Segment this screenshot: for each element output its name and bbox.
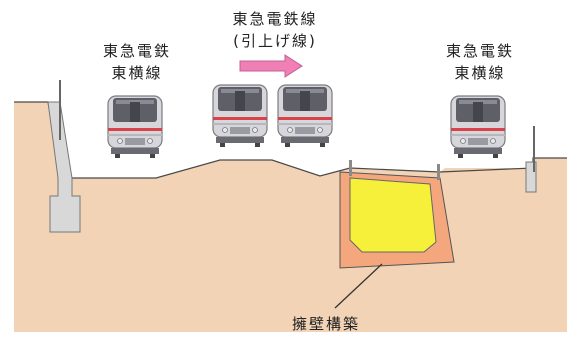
right-train-label-line2: 東横線 (454, 64, 506, 82)
right-train-label-line1: 東急電鉄 (445, 42, 514, 60)
right-train-label: 東急電鉄 東横線 (415, 40, 545, 84)
left-foundation (47, 101, 81, 233)
center-train-label-line2: (引上げ線) (233, 32, 317, 50)
left-train-label: 東急電鉄 東横線 (72, 40, 202, 84)
arrow-right-icon (239, 54, 303, 78)
wall-post-right (437, 164, 440, 180)
train-center-2 (277, 84, 333, 148)
construction-label: 擁壁構築 (291, 315, 360, 333)
left-train-label-line2: 東横線 (111, 64, 163, 82)
train-center-1 (212, 84, 268, 148)
ground (14, 102, 567, 332)
train-left (107, 95, 163, 159)
construction-leader-line (334, 263, 383, 309)
wall-post-left (349, 160, 352, 176)
trench-fill (349, 177, 437, 253)
center-train-label-line1: 東急電鉄線 (232, 10, 318, 28)
train-right (450, 95, 506, 159)
left-train-label-line1: 東急電鉄 (102, 42, 171, 60)
center-train-label: 東急電鉄線 (引上げ線) (205, 8, 345, 52)
